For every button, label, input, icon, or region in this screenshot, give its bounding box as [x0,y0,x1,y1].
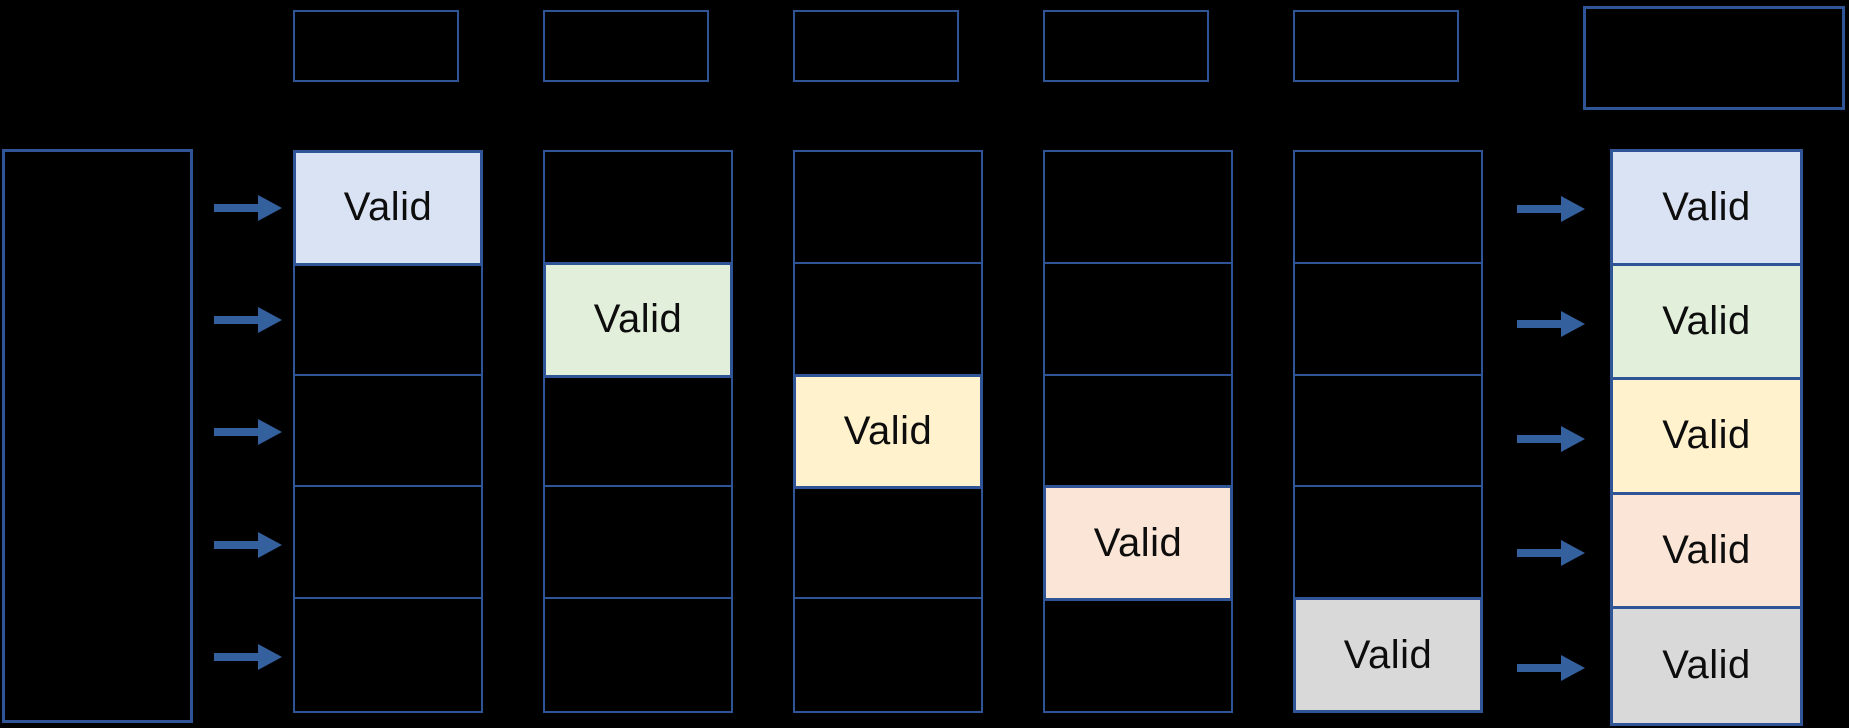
right-arrow-icon [1517,426,1585,452]
grid-cell [1045,599,1231,711]
source-box [2,149,193,723]
arrow-head [1561,540,1585,566]
grid-cell [1295,376,1481,488]
valid-cell: Valid [293,150,483,266]
arrow-head [1561,426,1585,452]
right-arrow-icon [1517,655,1585,681]
valid-cell: Valid [793,373,983,490]
grid-cell [1295,264,1481,376]
grid-cell [1045,376,1231,488]
top-box-3 [793,10,959,82]
stage-column-4: Valid [1043,150,1233,713]
valid-cell: Valid [1613,494,1800,609]
stage-column-1: Valid [293,150,483,713]
grid-cell [795,599,981,711]
result-column: Valid Valid Valid Valid Valid [1610,149,1803,726]
valid-cell: Valid [1613,608,1800,723]
grid-cell [545,152,731,264]
grid-cell [1295,487,1481,600]
grid-cell [1045,152,1231,264]
arrow-shaft [214,428,260,436]
top-box-1 [293,10,459,82]
arrow-shaft [1517,205,1563,213]
grid-cell [545,376,731,488]
valid-cell: Valid [1613,380,1800,495]
valid-cell: Valid [1043,485,1233,602]
arrow-shaft [1517,664,1563,672]
grid-cell [1295,152,1481,264]
arrow-head [258,307,282,333]
arrow-shaft [214,653,260,661]
top-box-5 [1293,10,1459,82]
arrow-head [258,532,282,558]
grid-cell [545,599,731,711]
grid-cell [795,152,981,264]
right-arrow-icon [1517,540,1585,566]
right-arrow-icon [1517,196,1585,222]
top-box-4 [1043,10,1209,82]
right-arrow-icon [214,307,282,333]
top-box-2 [543,10,709,82]
stage-column-3: Valid [793,150,983,713]
stage-column-2: Valid [543,150,733,713]
valid-cell: Valid [543,261,733,378]
grid-cell [795,264,981,376]
arrow-shaft [214,541,260,549]
top-right-box [1583,6,1845,110]
arrow-head [258,195,282,221]
grid-cell [295,376,481,488]
arrow-head [1561,655,1585,681]
arrow-head [1561,311,1585,337]
arrow-head [1561,196,1585,222]
stage-column-5: Valid [1293,150,1483,713]
right-arrow-icon [214,644,282,670]
arrow-shaft [214,204,260,212]
grid-cell [295,599,481,711]
valid-cell: Valid [1293,597,1483,713]
grid-cell [295,487,481,600]
grid-cell [545,487,731,600]
right-arrow-icon [214,532,282,558]
arrow-head [258,419,282,445]
grid-cell [1045,264,1231,376]
arrow-shaft [1517,320,1563,328]
grid-cell [295,264,481,376]
grid-cell [795,487,981,600]
right-arrow-icon [214,195,282,221]
arrow-shaft [1517,549,1563,557]
valid-cell: Valid [1613,152,1800,267]
right-arrow-icon [1517,311,1585,337]
right-arrow-icon [214,419,282,445]
arrow-shaft [1517,435,1563,443]
arrow-shaft [214,316,260,324]
arrow-head [258,644,282,670]
valid-cell: Valid [1613,266,1800,381]
